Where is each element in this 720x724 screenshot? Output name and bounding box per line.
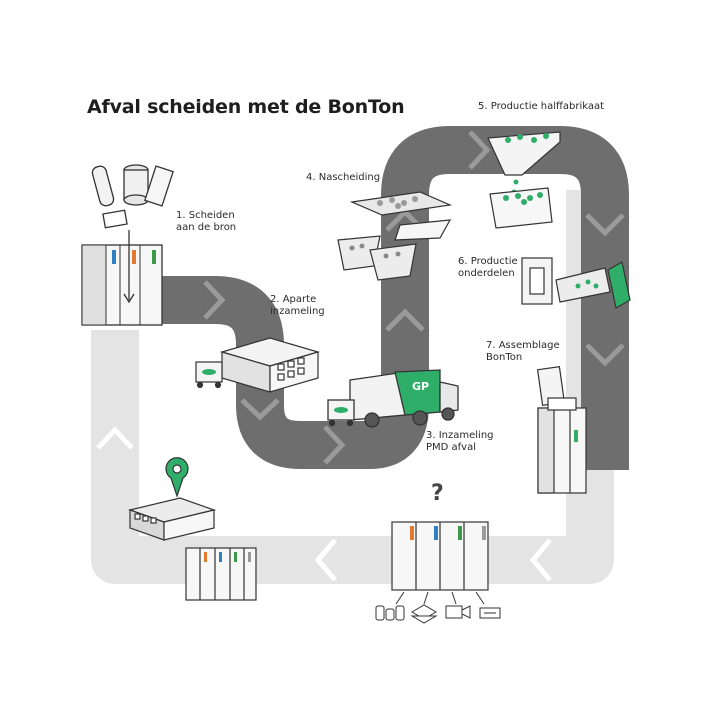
question-mark: ? [431,481,444,506]
truck-logo: GP [412,380,430,393]
step-1-line2: aan de bron [176,222,237,233]
step-5-line1: 5. Productie halffabrikaat [478,101,605,112]
step-6-line2: onderdelen [458,268,515,279]
sorting-trays-illustration [337,191,453,281]
step-4-label: 4. Nascheiding [306,172,380,184]
step-7-line1: 7. Assemblage [486,340,560,351]
bin-row-bottom-left [185,547,257,601]
step-1-label: 1. Scheiden aan de bron [176,210,236,234]
step-2-line2: inzameling [270,306,325,317]
step-2-label: 2. Aparte inzameling [270,294,325,318]
step-3-line2: PMD afval [426,442,477,453]
main-road [150,126,629,470]
step-7-label: 7. Assemblage BonTon [486,340,560,364]
step-2-line1: 2. Aparte [270,294,317,305]
bonton-bin-illustration [536,365,587,494]
step-6-line1: 6. Productie [458,256,518,267]
step-3-line1: 3. Inzameling [426,430,494,441]
step-6-label: 6. Productie onderdelen [458,256,518,280]
step-5-label: 5. Productie halffabrikaat [478,101,604,113]
step-7-line2: BonTon [486,352,523,363]
sorting-bin-illustration [81,230,163,326]
molding-machine-illustration [521,257,631,309]
step-4-line1: 4. Nascheiding [306,172,381,183]
output-icons [375,604,501,624]
step-1-line1: 1. Scheiden [176,210,235,221]
output-arrows [395,591,485,605]
step-3-label: 3. Inzameling PMD afval [426,430,494,454]
garbage-truck-illustration [327,369,459,428]
bonton-four-stream-bin [391,521,489,591]
waste-items-illustration [91,164,174,229]
collection-depot-illustration [195,337,321,393]
hopper-illustration [487,131,561,229]
diagram-title: Afval scheiden met de BonTon [87,96,405,118]
location-pin-illustration [127,457,217,541]
